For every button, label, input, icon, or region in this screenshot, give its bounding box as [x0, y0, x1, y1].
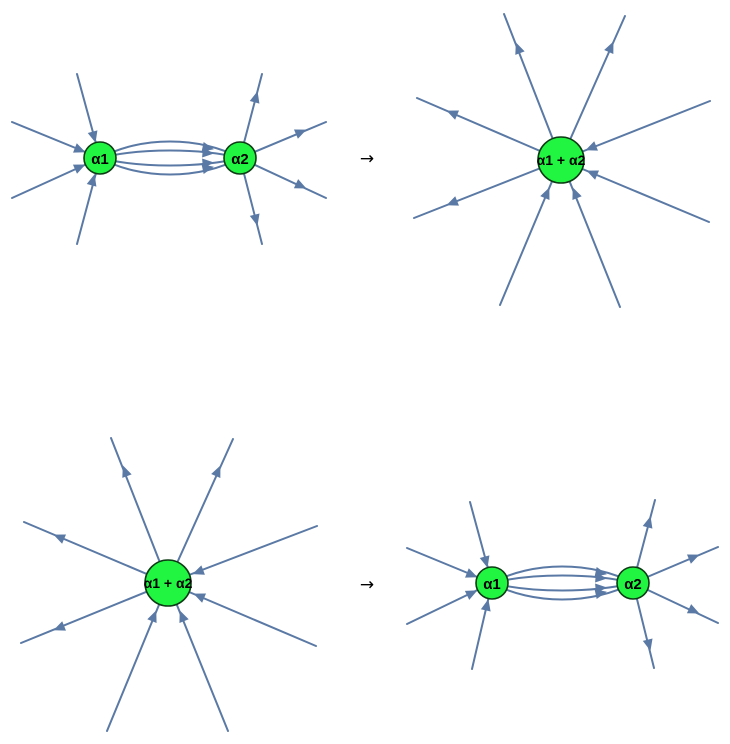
- edge-arrowhead: [444, 196, 459, 210]
- edge-arrowhead: [118, 463, 132, 478]
- edge-arrowhead: [51, 530, 67, 544]
- edge-arrowhead: [583, 141, 598, 155]
- node-alpha1: α1: [83, 141, 117, 175]
- edge-arrowhead: [584, 166, 600, 180]
- edge-arrowhead: [604, 39, 619, 55]
- edge-arrowhead: [147, 608, 161, 623]
- rewrite-arrow: →: [360, 575, 374, 595]
- multi-edges: [99, 140, 241, 176]
- node-alpha2: α2: [223, 141, 257, 175]
- panel-bottom-left-merged: α1 + α2: [20, 437, 318, 732]
- edge-arrowhead: [190, 565, 205, 579]
- outgoing-edges: [20, 437, 234, 644]
- edge-arrowhead: [444, 106, 460, 120]
- edge-arrowhead: [211, 463, 226, 479]
- edge-arrowhead: [249, 213, 263, 228]
- panel-bottom-right-split: α1 α2: [406, 499, 719, 670]
- node-label: α1: [483, 576, 501, 593]
- multi-edges: [491, 565, 634, 601]
- node-label: α1: [91, 151, 109, 168]
- edge-arrowhead: [175, 608, 189, 623]
- node-label: α1 + α2: [144, 575, 193, 591]
- incoming-edges: [499, 100, 711, 308]
- node-label: α2: [231, 151, 249, 168]
- edge-arrowhead: [191, 589, 207, 603]
- edge-arrowhead: [293, 179, 309, 194]
- rewrite-arrow: →: [360, 149, 374, 169]
- node-label: α1 + α2: [537, 152, 586, 168]
- edge-arrowhead: [293, 125, 309, 139]
- node-alpha2: α2: [616, 566, 650, 600]
- edge-arrowhead: [568, 185, 582, 200]
- node-merged: α1 + α2: [537, 136, 586, 184]
- edge-arrowhead: [642, 514, 656, 529]
- edge-arrowhead: [249, 89, 263, 104]
- edge-arrowhead: [686, 550, 702, 564]
- edge-arrowhead: [86, 172, 100, 187]
- panel-top-left-split: α1 α2: [11, 73, 327, 245]
- outgoing-edges: [413, 13, 626, 219]
- edge-arrowhead: [540, 185, 554, 201]
- incoming-edges: [106, 525, 318, 732]
- node-label: α2: [624, 576, 642, 593]
- node-merged: α1 + α2: [144, 559, 193, 607]
- edge-arrowhead: [686, 604, 702, 619]
- edge-arrowhead: [511, 40, 525, 55]
- edge-arrowhead: [51, 621, 66, 635]
- node-alpha1: α1: [475, 566, 509, 600]
- panel-top-right-merged: α1 + α2: [413, 13, 711, 308]
